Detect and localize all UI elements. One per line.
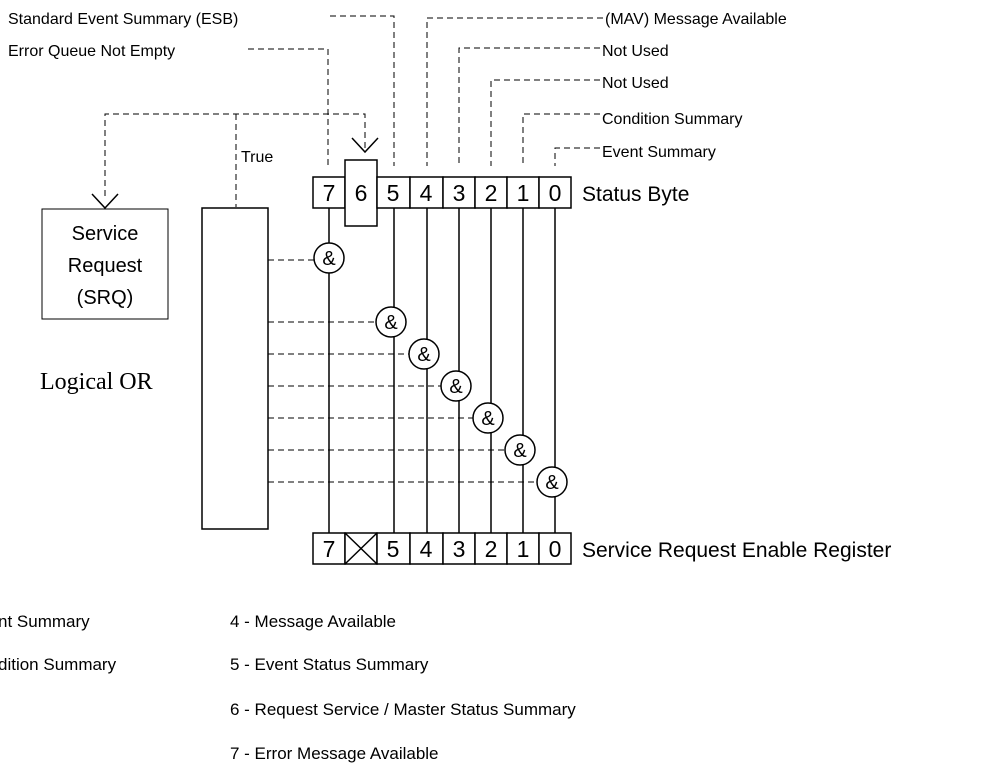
enable-bit-7: 7	[323, 536, 336, 562]
bit-lines	[328, 208, 556, 535]
svg-text:&: &	[384, 312, 398, 334]
svg-text:&: &	[417, 344, 431, 366]
error-queue-leader	[248, 48, 329, 166]
legend-item-4: 4 - Message Available	[230, 612, 396, 631]
svg-text:&: &	[322, 248, 336, 270]
status-bit-6: 6	[355, 180, 368, 206]
and-to-or-lines	[268, 259, 537, 483]
enable-bit-4: 4	[420, 536, 433, 562]
esb-leader	[330, 15, 395, 166]
enable-bit-6-cross-b	[344, 532, 378, 565]
true-label: True	[241, 149, 273, 166]
status-bit-0: 0	[549, 180, 562, 206]
and-gate-5: &	[375, 306, 407, 338]
condition-summary-label: Condition Summary	[602, 111, 743, 128]
and-gate-3: &	[440, 370, 472, 402]
enable-bit-3: 3	[453, 536, 466, 562]
bit6-arrowhead	[351, 137, 379, 154]
svg-text:&: &	[449, 376, 463, 398]
not-used-leader-2	[490, 79, 600, 166]
status-bit-4-cell	[409, 176, 444, 209]
legend-item-6: 6 - Request Service / Master Status Summ…	[230, 700, 576, 719]
srq-feedback-line	[104, 113, 366, 196]
not-used-leader-1	[458, 47, 600, 166]
logical-or-label: Logical OR	[40, 369, 153, 395]
status-bit-1: 1	[517, 180, 530, 206]
mav-leader	[426, 17, 603, 166]
logical-or-block	[201, 207, 269, 530]
event-summary-leader	[554, 147, 600, 166]
status-bit-7-cell	[312, 176, 346, 209]
esb-label: Standard Event Summary (ESB)	[8, 11, 238, 28]
srq-line-2: Request	[68, 255, 143, 277]
status-byte-register: 7 6 5 4 3 2 1 0	[312, 159, 572, 227]
legend-left-item-2: dition Summary	[0, 655, 117, 674]
status-bit-7: 7	[323, 180, 336, 206]
enable-bit-3-cell	[442, 532, 476, 565]
status-bit-3: 3	[453, 180, 466, 206]
enable-bit-0-cell	[538, 532, 572, 565]
legend-item-7: 7 - Error Message Available	[230, 744, 439, 763]
legend: nt Summary dition Summary 4 - Message Av…	[0, 612, 576, 763]
error-queue-label: Error Queue Not Empty	[8, 43, 175, 60]
status-bit-5-cell	[376, 176, 411, 209]
enable-bit-2: 2	[485, 536, 498, 562]
service-request-box	[41, 208, 169, 320]
not-used-label-2: Not Used	[602, 75, 669, 92]
enable-bit-1-cell	[506, 532, 540, 565]
sre-register-label: Service Request Enable Register	[582, 539, 891, 562]
enable-bit-0: 0	[549, 536, 562, 562]
mav-label: (MAV) Message Available	[605, 11, 787, 28]
srq-line-3: (SRQ)	[77, 287, 134, 309]
svg-text:&: &	[513, 440, 527, 462]
enable-bit-5: 5	[387, 536, 400, 562]
and-gate-2: &	[472, 402, 504, 434]
svg-text:&: &	[481, 408, 495, 430]
legend-item-5: 5 - Event Status Summary	[230, 655, 429, 674]
enable-bit-5-cell	[376, 532, 411, 565]
not-used-label-1: Not Used	[602, 43, 669, 60]
event-summary-label: Event Summary	[602, 144, 716, 161]
and-gate-0: &	[536, 466, 568, 498]
and-gate-1: &	[504, 434, 536, 466]
status-byte-label: Status Byte	[582, 183, 689, 206]
legend-left-item-1: nt Summary	[0, 612, 90, 631]
sre-register: 7 5 4 3 2 1 0	[312, 532, 572, 565]
status-bit-0-cell	[538, 176, 572, 209]
srq-arrowhead	[91, 193, 119, 210]
enable-bit-1: 1	[517, 536, 530, 562]
condition-summary-leader	[522, 113, 600, 166]
status-bit-1-cell	[506, 176, 540, 209]
status-bit-5: 5	[387, 180, 400, 206]
and-gate-7: &	[313, 242, 345, 274]
srq-line-1: Service	[72, 223, 139, 245]
svg-text:&: &	[545, 472, 559, 494]
enable-bit-2-cell	[474, 532, 508, 565]
and-gate-4: &	[408, 338, 440, 370]
status-bit-2: 2	[485, 180, 498, 206]
status-bit-3-cell	[442, 176, 476, 209]
status-bit-4: 4	[420, 180, 433, 206]
